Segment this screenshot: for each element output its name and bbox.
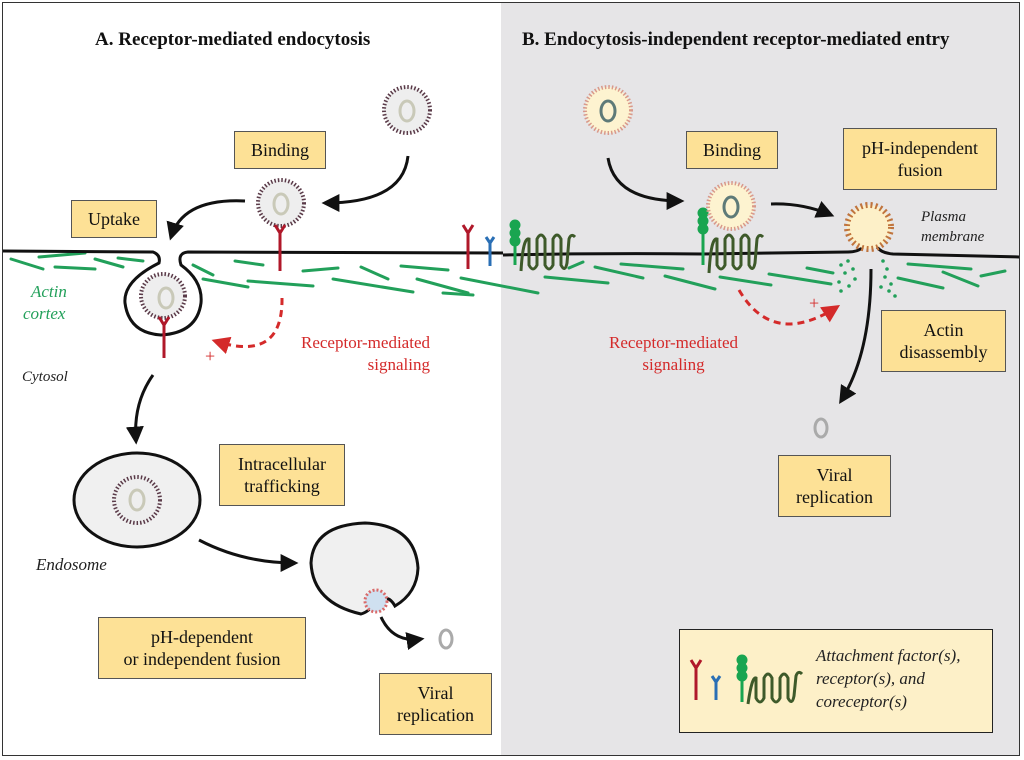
signaling-label-a: Receptor-mediated signaling <box>301 332 430 376</box>
plus-sign-b: + <box>809 293 820 313</box>
signaling-a-line1: Receptor-mediated <box>301 333 430 352</box>
diagram-artwork <box>3 85 1019 650</box>
legend-line3: coreceptor(s) <box>816 692 907 711</box>
legend-icons <box>689 654 804 705</box>
signaling-b-line1: Receptor-mediated <box>609 333 738 352</box>
receptor-red <box>157 224 475 358</box>
legend-green-receptor-icon <box>736 654 748 702</box>
virus-a-uptake <box>139 272 187 320</box>
viral-genome-a <box>438 628 454 650</box>
actin-cortex-label: Actin cortex <box>23 281 67 325</box>
endosome-label: Endosome <box>36 555 107 574</box>
plus-sign-a: + <box>205 346 216 366</box>
arrow-release-a <box>379 616 425 650</box>
virus-a-endosome <box>112 475 162 525</box>
fusion-a-line1: pH-dependent <box>151 627 253 647</box>
arrow-uptake <box>166 199 246 241</box>
legend-line2: receptor(s), and <box>816 669 925 688</box>
plasma-membrane-a <box>3 249 504 337</box>
panel-b-title: B. Endocytosis-independent receptor-medi… <box>522 29 950 50</box>
virus-b-bound <box>706 181 756 231</box>
trafficking-line1: Intracellular <box>238 454 326 474</box>
virus-b-fusing <box>844 202 894 252</box>
arrow-to-fusion-b <box>770 201 835 218</box>
signaling-label-b: Receptor-mediated signaling <box>609 332 738 376</box>
disassembly-line1: Actin <box>923 320 964 340</box>
receptor-blue <box>484 236 496 266</box>
cytosol-label: Cytosol <box>22 369 68 385</box>
virus-a-bound <box>256 178 306 228</box>
signaling-b-line2: signaling <box>642 355 705 374</box>
fusion-b-line2: fusion <box>897 160 943 180</box>
signaling-arrow-b <box>737 289 841 326</box>
binding-label-b: Binding <box>702 140 761 160</box>
viral-genome-b <box>813 417 829 439</box>
fusion-pore <box>363 588 389 614</box>
binding-box-b: Binding <box>686 131 778 169</box>
legend-coreceptor-icon <box>746 670 804 705</box>
arrow-approach-b <box>606 157 685 210</box>
trafficking-line2: trafficking <box>244 476 320 496</box>
arrow-approach-a <box>321 155 410 212</box>
legend: Attachment factor(s), receptor(s), and c… <box>679 629 993 733</box>
actin-line2: cortex <box>23 304 66 323</box>
arrow-release-b <box>839 268 873 405</box>
uptake-box: Uptake <box>71 200 157 238</box>
binding-label-a: Binding <box>250 140 309 160</box>
legend-line1: Attachment factor(s), <box>816 646 961 665</box>
plasma-line2: membrane <box>921 229 985 245</box>
signaling-arrow-a <box>211 297 284 354</box>
receptor-green-beaded <box>509 207 709 265</box>
coreceptor-coiled <box>519 233 765 274</box>
replication-b-line1: Viral <box>816 465 853 485</box>
replication-a-line1: Viral <box>417 683 454 703</box>
arrow-to-fusion-endosome <box>198 538 299 572</box>
fusion-b-line1: pH-independent <box>862 138 978 158</box>
panel-a-title: A. Receptor-mediated endocytosis <box>95 29 371 50</box>
arrow-to-endosome <box>125 374 155 445</box>
virus-a-free <box>382 85 432 135</box>
fusing-endosome <box>309 521 420 616</box>
plasma-membrane-b <box>502 245 1019 259</box>
actin-filaments <box>9 251 1007 297</box>
disassembly-line2: disassembly <box>899 342 988 362</box>
binding-box-a: Binding <box>234 131 326 169</box>
virus-b-free <box>583 85 633 135</box>
legend-blue-receptor-icon <box>710 675 722 700</box>
actin-disassembly-dots <box>837 259 897 298</box>
legend-red-receptor-icon <box>689 659 703 700</box>
legend-text: Attachment factor(s), receptor(s), and c… <box>816 644 960 713</box>
replication-b-line2: replication <box>796 487 873 507</box>
actin-line1: Actin <box>31 282 67 301</box>
uptake-label: Uptake <box>88 209 140 229</box>
signaling-a-line2: signaling <box>367 355 430 374</box>
fusion-a-line2: or independent fusion <box>123 649 281 669</box>
plasma-line1: Plasma <box>921 209 966 225</box>
plasma-membrane-label: Plasma membrane <box>921 207 984 247</box>
replication-a-line2: replication <box>397 705 474 725</box>
